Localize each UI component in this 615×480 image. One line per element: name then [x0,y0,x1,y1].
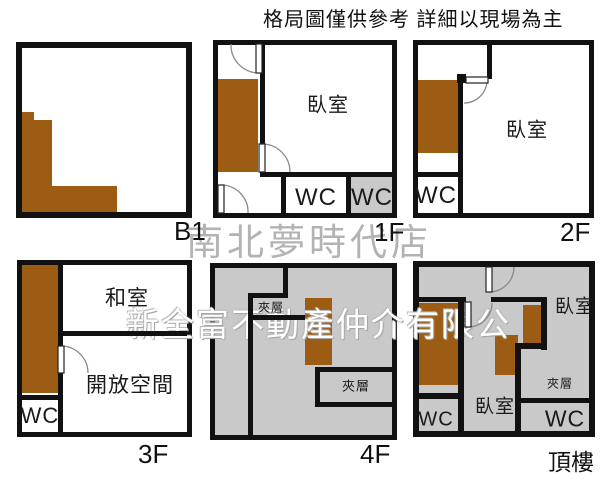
wall [315,402,392,407]
wall [491,297,547,302]
wall [419,393,458,399]
stair-1f [218,79,258,172]
wc-gray-floor [351,177,392,213]
room-label-open-space: 開放空間 [86,374,174,397]
floor-label-roof: 頂樓 [548,449,594,475]
wall [515,398,589,403]
wall [58,373,63,432]
wall [315,367,320,407]
panel-4f [210,263,397,440]
closet-roof-middle [495,335,518,375]
wall [248,293,253,435]
disclaimer-text: 格局圖僅供參考 詳細以現場為主 [263,9,564,31]
wall [515,343,547,349]
room-label-bedroom: 臥室 [474,396,516,418]
room-label-wc: WC [415,182,457,209]
wall [458,77,463,213]
wall [248,315,305,320]
stair-b1 [22,186,117,212]
room-label-mezzanine: 夾層 [546,376,574,391]
room-label-wc: WC [351,184,393,211]
stair-3f [22,265,58,393]
wall [260,45,265,144]
wall [418,172,458,177]
wall [63,331,187,336]
wall [515,349,521,431]
room-label-mezzanine: 夾層 [341,378,371,394]
wall [260,172,392,177]
stair-2f [418,80,458,153]
stair-4f [305,298,332,365]
wall [419,297,466,302]
floor-label-2f: 2F [560,217,591,247]
room-label-bedroom: 臥室 [554,296,596,318]
wall [248,293,288,298]
wall [458,302,464,431]
room-label-wc: WC [295,184,337,211]
room-label-wc: WC [418,408,454,431]
wall [283,268,288,298]
wall [281,177,286,213]
floor-label-4f: 4F [360,439,391,469]
stair-roof [419,303,458,385]
room-label-bedroom: 臥室 [506,119,548,142]
wall [541,297,547,350]
floor-label-b1: B1 [174,216,206,246]
floor-label-3f: 3F [138,439,169,469]
room-label-mezzanine: 夾層 [257,300,285,315]
room-label-bedroom: 臥室 [307,94,349,117]
room-label-tatami: 和室 [105,287,149,310]
room-label-wc: WC [544,405,586,432]
wall [346,177,351,213]
wall [58,265,63,346]
floor-label-1f: 1F [374,217,405,247]
wall [22,395,58,400]
wall [315,367,392,372]
closet-roof-right [523,305,541,343]
wall [487,45,492,79]
room-label-wc: WC [20,403,60,428]
